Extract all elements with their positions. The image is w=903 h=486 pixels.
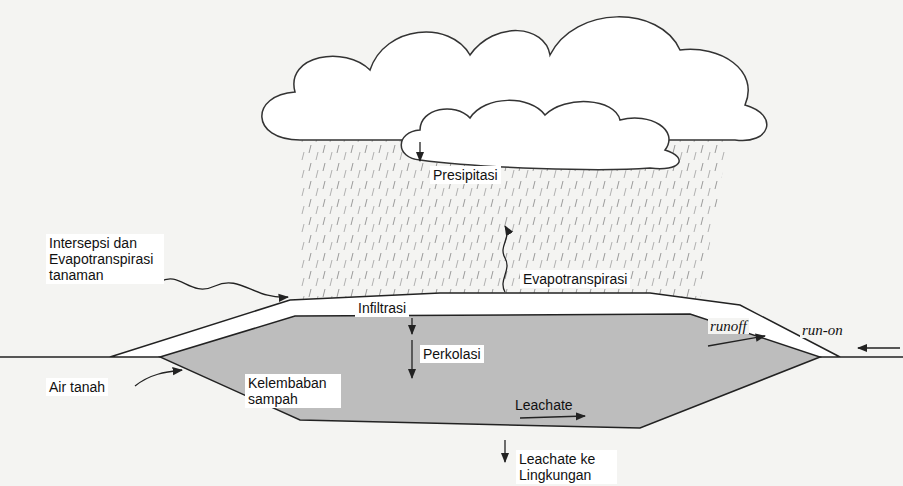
leachate-label: Leachate: [515, 397, 573, 413]
rain-label: Presipitasi: [430, 166, 501, 184]
plant-label: Intersepsi dan Evapotranspirasi tanaman: [46, 234, 164, 284]
leachate-out-label: Leachate ke Lingkungan: [516, 450, 617, 484]
waste-body: [160, 314, 820, 428]
moisture-label: Kelembaban sampah: [245, 374, 341, 408]
runoff-label: runoff: [708, 318, 749, 334]
cloud: [401, 100, 679, 169]
infiltration-label: Infiltrasi: [355, 299, 409, 317]
runon-label: run-on: [800, 322, 845, 338]
evap-label: Evapotranspirasi: [520, 270, 630, 288]
groundwater-label: Air tanah: [46, 378, 108, 396]
percolation-label: Perkolasi: [420, 345, 484, 363]
